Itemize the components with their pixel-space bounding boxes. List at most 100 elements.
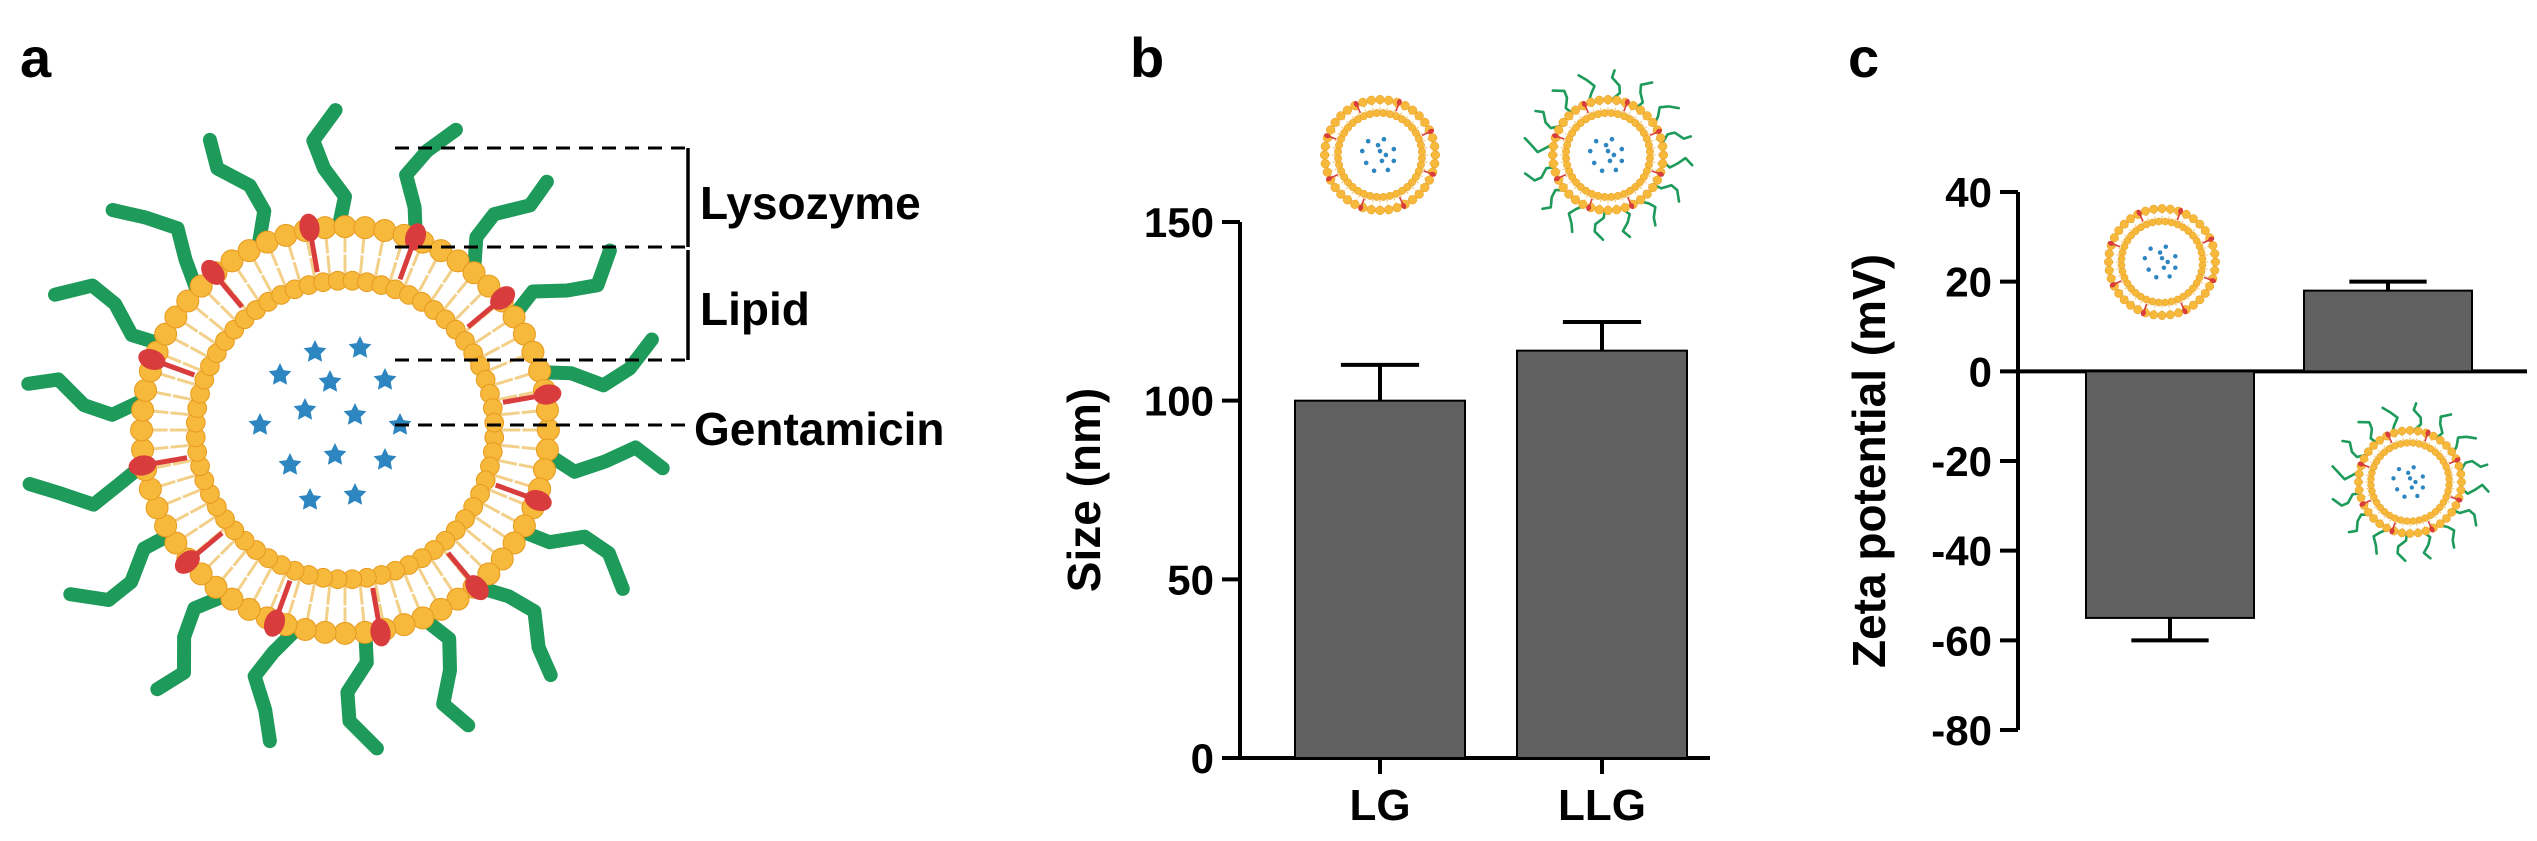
lipid-tail	[2446, 461, 2450, 465]
lipid-head	[2131, 227, 2140, 235]
lipid-head	[1648, 117, 1658, 128]
lipid-head	[1558, 117, 1568, 128]
lipid-head	[1348, 119, 1357, 127]
lipid-head	[1652, 175, 1662, 185]
lipid-head	[1330, 182, 1340, 193]
lipid-head	[2354, 477, 2363, 487]
gentamicin-molecule	[2161, 265, 2167, 270]
gentamicin-molecule	[348, 336, 372, 358]
gentamicin-molecule	[2413, 479, 2418, 485]
gentamicin-molecule	[373, 448, 397, 470]
lysozyme-chain	[1567, 204, 1586, 234]
gentamicin-molecule	[2173, 254, 2178, 259]
lipid-head	[1645, 147, 1654, 156]
lipid-tail	[1351, 190, 1355, 195]
cholesterol-head	[1655, 128, 1663, 134]
lipid-head	[512, 514, 536, 538]
y-tick-label: -80	[1931, 707, 1992, 754]
size-chart-bars	[1294, 320, 1688, 759]
lipid-head	[2421, 526, 2431, 536]
lipid-tail	[1646, 174, 1651, 178]
lipid-head	[1642, 189, 1652, 199]
lipid-head	[2118, 267, 2127, 276]
zeta-chart-bars	[2085, 279, 2473, 643]
lipid-head	[2195, 295, 2205, 305]
lipid-tail	[1345, 120, 1350, 125]
lipid-head	[2136, 292, 2145, 301]
lipid-head	[1658, 141, 1668, 151]
lysozyme-chain	[2460, 483, 2490, 495]
lipid-tail	[260, 564, 274, 586]
lipid-head	[2188, 300, 2198, 310]
lipid-tail	[1568, 126, 1573, 130]
lipid-tail	[1405, 115, 1409, 120]
lipid-tail	[1423, 161, 1428, 164]
lipid-tail	[402, 571, 414, 593]
cholesterol-head	[1401, 202, 1407, 210]
lipid-tail	[1562, 139, 1567, 143]
lipid-head	[2157, 311, 2167, 320]
lipid-head	[2119, 219, 2129, 229]
lipid-tail	[2180, 220, 2184, 225]
lysozyme-chain	[2381, 406, 2399, 435]
lipid-tail	[1351, 115, 1355, 120]
gentamicin-molecule	[2394, 487, 2400, 492]
lipid-tail	[1392, 109, 1396, 114]
gentamicin-molecule	[1383, 152, 1389, 158]
lipid-head	[1403, 183, 1412, 191]
lysozyme-chain	[21, 372, 150, 422]
panel-letter-b: b	[1130, 26, 1165, 89]
lipid-head	[2141, 206, 2150, 216]
cholesterol-head	[201, 259, 225, 285]
cholesterol-head	[138, 348, 166, 371]
lipid-head	[1430, 141, 1440, 151]
lysozyme-chain	[1621, 207, 1632, 239]
lipid-tail	[2433, 445, 2437, 450]
lipid-head	[2210, 265, 2220, 275]
lipid-head	[2127, 231, 2135, 240]
lipid-tail	[2116, 254, 2121, 257]
lipid-tail	[373, 257, 381, 280]
gentamicin-molecule	[2148, 246, 2153, 251]
cholesterol-head	[2140, 309, 2146, 317]
lipid-tail	[416, 564, 430, 586]
lipid-head	[1340, 129, 1349, 137]
lipid-tail	[1418, 132, 1423, 136]
lipid-head	[2442, 514, 2451, 523]
gentamicin-molecule	[1365, 138, 1371, 144]
lipid-tail	[182, 361, 204, 373]
lipid-tail	[189, 501, 211, 515]
lipid-head	[2161, 217, 2170, 226]
lipid-tail	[1371, 107, 1374, 112]
lipid-tail	[1410, 185, 1415, 190]
lipid-head	[2439, 498, 2448, 507]
lipid-tail	[246, 283, 261, 303]
panel-letter-c: c	[1848, 26, 1880, 89]
lipid-head	[1572, 123, 1580, 132]
lipid-head	[220, 587, 244, 611]
lipid-tail	[2180, 299, 2184, 304]
lysozyme-chain	[1523, 136, 1555, 154]
cholesterol-head	[2456, 497, 2463, 503]
lipid-head	[164, 305, 188, 329]
lipid-head	[2356, 493, 2366, 503]
lipid-tail	[2370, 461, 2374, 465]
cholesterol-head	[465, 575, 489, 601]
y-tick-label: 0	[1969, 348, 1992, 395]
lipid-head	[502, 531, 526, 555]
lipid-head	[1576, 119, 1585, 127]
lipid-head	[2454, 461, 2464, 471]
lipid-tail	[1585, 112, 1589, 117]
cholesterol-head	[1624, 99, 1630, 106]
lipid-tail	[232, 547, 249, 567]
lipid-tail	[1565, 174, 1570, 178]
cholesterol-head	[2359, 501, 2366, 507]
lipid-head	[446, 249, 470, 273]
y-axis-label: Size (nm)	[1058, 388, 1110, 592]
lipid-head	[2161, 298, 2170, 307]
lipid-head	[1570, 105, 1581, 115]
lipid-head	[2409, 439, 2417, 447]
lipid-head	[1348, 183, 1357, 191]
lysozyme-chain	[2341, 439, 2367, 459]
lipid-tail	[462, 526, 482, 543]
